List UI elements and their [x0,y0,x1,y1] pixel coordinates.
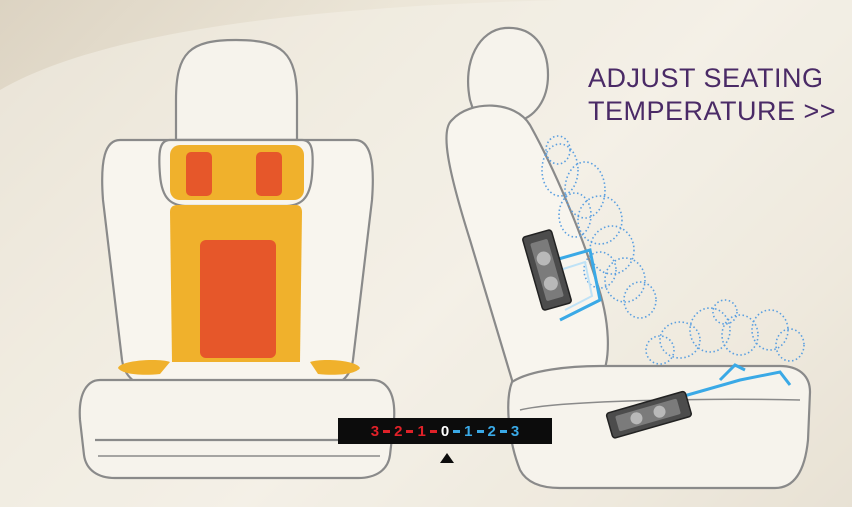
level-heat-1[interactable]: 1 [416,423,426,440]
scale-separator [500,430,507,433]
adjust-seating-temperature-link[interactable]: ADJUST SEATING TEMPERATURE >> [588,62,850,128]
temperature-scale: 3 2 1 0 1 2 3 [338,418,552,444]
level-cool-2[interactable]: 2 [487,423,497,440]
side-cushion [508,366,810,488]
scale-separator [477,430,484,433]
headrest [176,40,297,140]
level-heat-3[interactable]: 3 [370,423,380,440]
scale-separator [453,430,460,433]
title-line-2: TEMPERATURE >> [588,95,850,128]
title-line-1: ADJUST SEATING [588,62,850,95]
scale-separator [430,430,437,433]
scale-separator [406,430,413,433]
level-cool-1[interactable]: 1 [463,423,473,440]
level-heat-2[interactable]: 2 [393,423,403,440]
scale-separator [383,430,390,433]
level-off-0[interactable]: 0 [440,423,450,440]
level-cool-3[interactable]: 3 [510,423,520,440]
triangle-up-icon [440,453,454,463]
